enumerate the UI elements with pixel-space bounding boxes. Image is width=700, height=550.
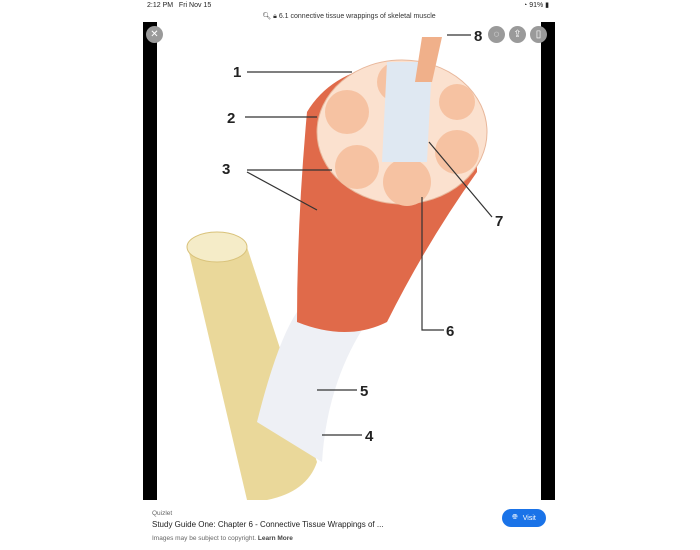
label-2: 2 [227, 110, 235, 127]
image-viewer: 1 2 3 4 5 6 7 8 ✕ ◌ ⇪ ▯ [143, 22, 555, 500]
lens-icon[interactable]: ◌ [488, 26, 505, 43]
result-title[interactable]: Study Guide One: Chapter 6 - Connective … [152, 520, 384, 529]
copyright-notice: Images may be subject to copyright. Lear… [152, 535, 293, 542]
label-3: 3 [222, 161, 230, 178]
label-1: 1 [233, 64, 241, 81]
url-bar[interactable]: 🔍︎ 🔒︎ 6.1 connective tissue wrappings of… [262, 13, 436, 20]
visit-button[interactable]: 🌐︎ Visit [502, 509, 546, 527]
status-battery: ◔ 91% ▮ [523, 2, 549, 9]
label-7: 7 [495, 213, 503, 230]
source-name: Quizlet [152, 510, 173, 517]
share-icon[interactable]: ⇪ [509, 26, 526, 43]
result-footer: Quizlet Study Guide One: Chapter 6 - Con… [143, 500, 555, 550]
label-4: 4 [365, 428, 374, 445]
status-bar: 2:12 PM Fri Nov 15 ◔ 91% ▮ [143, 0, 555, 11]
muscle-diagram: 1 2 3 4 5 6 7 8 [157, 22, 541, 500]
label-5: 5 [360, 383, 368, 400]
label-8: 8 [474, 28, 482, 45]
visit-label: Visit [522, 514, 536, 522]
status-time: 2:12 PM Fri Nov 15 [147, 2, 212, 9]
label-6: 6 [446, 323, 454, 340]
close-icon[interactable]: ✕ [146, 26, 163, 43]
bookmark-icon[interactable]: ▯ [530, 26, 547, 43]
globe-icon: 🌐︎ [512, 514, 518, 521]
learn-more-link[interactable]: Learn More [257, 535, 293, 542]
